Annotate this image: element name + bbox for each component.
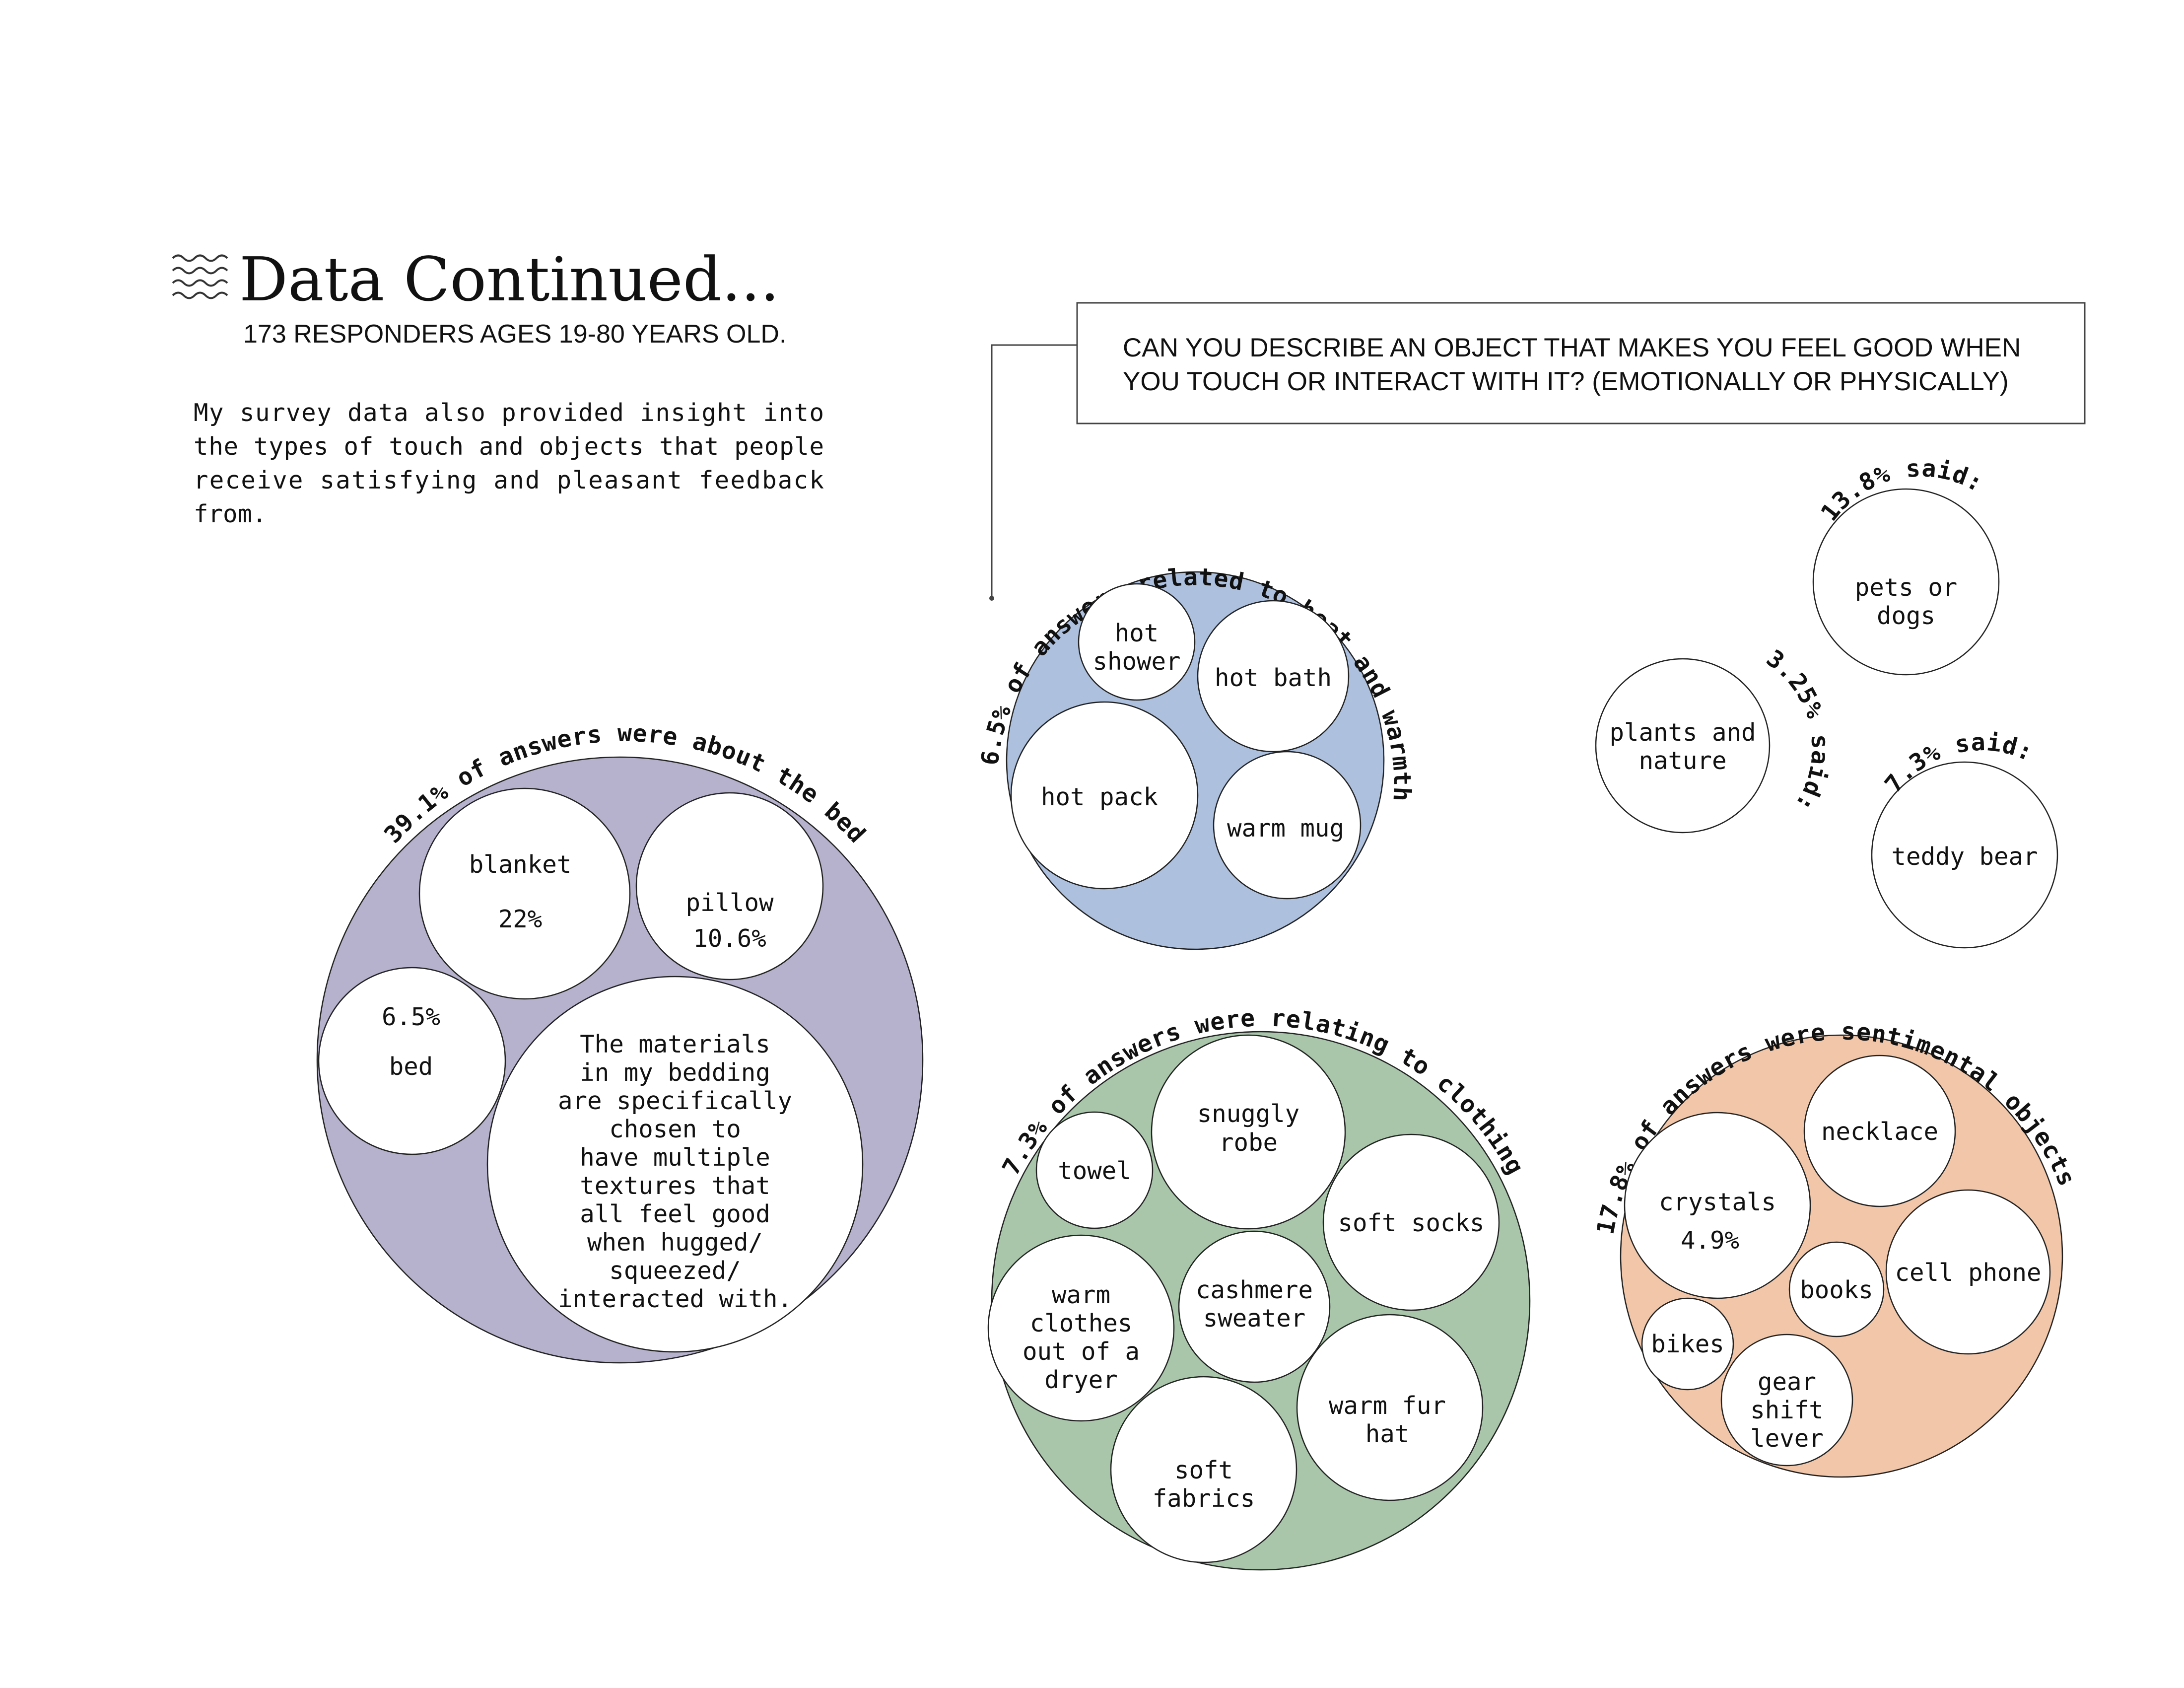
cell-phone-bubble bbox=[1885, 1189, 2051, 1355]
plants-group: 3.25% said: plants and nature bbox=[1595, 644, 1834, 834]
bed-group: 39.1% of answers were about the bed blan… bbox=[316, 719, 924, 1364]
gear-shift-line-1: gear bbox=[1758, 1368, 1816, 1396]
soft-fabrics-bubble bbox=[1110, 1376, 1297, 1563]
page-subtitle: 173 RESPONDERS AGES 19-80 YEARS OLD. bbox=[243, 320, 786, 349]
bikes-bubble bbox=[1641, 1297, 1734, 1391]
teddy-group: 7.3% said: teddy bear bbox=[1871, 728, 2058, 949]
quote-line-8: when hugged/ bbox=[587, 1228, 763, 1257]
books-label: books bbox=[1800, 1276, 1873, 1304]
hot-shower-line-1: hot bbox=[1115, 619, 1159, 647]
connector-line bbox=[991, 344, 1077, 598]
snuggly-robe-bubble bbox=[1151, 1034, 1346, 1230]
connector-dot bbox=[989, 596, 994, 601]
bed-value: 6.5% bbox=[382, 1003, 440, 1031]
question-line-2: YOU TOUCH OR INTERACT WITH IT? (EMOTIONA… bbox=[1123, 367, 2009, 396]
intro-line-4: from. bbox=[194, 500, 267, 528]
bed-bubble bbox=[318, 967, 506, 1155]
blanket-bubble bbox=[418, 787, 631, 1000]
plants-bubble bbox=[1595, 658, 1771, 834]
towel-label: towel bbox=[1058, 1157, 1131, 1185]
plants-label: 3.25% said: bbox=[1761, 644, 1834, 817]
hot-shower-line-2: shower bbox=[1092, 647, 1180, 676]
hot-pack-label: hot pack bbox=[1041, 783, 1158, 811]
warm-clothes-line-1: warm bbox=[1052, 1281, 1110, 1309]
pets-group: 13.8% said: pets or dogs bbox=[1812, 454, 2000, 676]
snuggly-robe-line-2: robe bbox=[1219, 1128, 1278, 1157]
pets-bubble bbox=[1812, 488, 2000, 676]
warm-clothes-bubble bbox=[987, 1234, 1175, 1422]
blanket-value: 22% bbox=[498, 905, 543, 933]
intro-line-2: the types of touch and objects that peop… bbox=[194, 432, 824, 461]
wave-icon bbox=[172, 254, 228, 299]
warm-mug-bubble bbox=[1213, 751, 1362, 900]
quote-line-5: have multiple bbox=[580, 1143, 770, 1172]
gear-shift-line-2: shift bbox=[1750, 1396, 1824, 1424]
quote-line-7: all feel good bbox=[580, 1200, 770, 1228]
hot-bath-bubble bbox=[1197, 600, 1350, 753]
pets-line-1: pets or bbox=[1855, 573, 1958, 602]
cashmere-sweater-bubble bbox=[1178, 1230, 1331, 1383]
question-box bbox=[1076, 302, 2086, 424]
plants-line-2: nature bbox=[1638, 747, 1726, 775]
soft-socks-bubble bbox=[1322, 1133, 1500, 1311]
pillow-value: 10.6% bbox=[693, 924, 766, 953]
quote-line-1: The materials bbox=[580, 1030, 770, 1058]
warm-clothes-line-3: out of a bbox=[1023, 1337, 1140, 1366]
cashmere-sweater-line-2: sweater bbox=[1203, 1304, 1306, 1333]
warm-clothes-line-4: dryer bbox=[1044, 1366, 1118, 1394]
cashmere-sweater-line-1: cashmere bbox=[1196, 1276, 1313, 1304]
warm-fur-hat-bubble bbox=[1296, 1314, 1484, 1501]
pillow-label: pillow bbox=[685, 889, 774, 917]
books-bubble bbox=[1788, 1241, 1885, 1337]
necklace-label: necklace bbox=[1821, 1118, 1938, 1146]
warm-fur-hat-line-1: warm fur bbox=[1329, 1392, 1446, 1420]
plants-line-1: plants and bbox=[1609, 718, 1756, 747]
page-title: Data Continued... bbox=[239, 244, 779, 315]
hot-pack-bubble bbox=[1010, 701, 1199, 890]
soft-socks-label: soft socks bbox=[1338, 1209, 1484, 1237]
snuggly-robe-line-1: snuggly bbox=[1197, 1100, 1300, 1128]
quote-line-6: textures that bbox=[580, 1172, 770, 1200]
teddy-bubble bbox=[1871, 761, 2058, 949]
warm-mug-label: warm mug bbox=[1227, 814, 1344, 843]
necklace-bubble bbox=[1803, 1055, 1956, 1207]
gear-shift-bubble bbox=[1720, 1334, 1853, 1467]
pillow-bubble bbox=[635, 792, 824, 981]
bedding-quote: The materials in my bedding are specific… bbox=[558, 1030, 792, 1313]
quote-line-10: interacted with. bbox=[558, 1285, 792, 1313]
crystals-bubble bbox=[1624, 1112, 1811, 1299]
pets-line-2: dogs bbox=[1877, 602, 1935, 630]
soft-fabrics-line-1: soft bbox=[1174, 1456, 1233, 1484]
bedding-quote-bubble bbox=[486, 976, 864, 1353]
intro-line-1: My survey data also provided insight int… bbox=[194, 399, 824, 427]
quote-line-3: are specifically bbox=[558, 1087, 792, 1115]
soft-fabrics-line-2: fabrics bbox=[1153, 1484, 1255, 1513]
sentimental-group: 17.8% of answers were sentimental object… bbox=[1591, 1017, 2081, 1478]
quote-line-9: squeezed/ bbox=[609, 1257, 741, 1285]
bed-label: bed bbox=[389, 1053, 433, 1081]
quote-line-4: chosen to bbox=[609, 1115, 741, 1143]
warm-clothes-line-2: clothes bbox=[1030, 1309, 1133, 1337]
blanket-label: blanket bbox=[469, 850, 572, 879]
intro-line-3: receive satisfying and pleasant feedback bbox=[194, 466, 824, 494]
teddy-item: teddy bear bbox=[1891, 843, 2038, 871]
bikes-label: bikes bbox=[1651, 1330, 1724, 1358]
warm-fur-hat-line-2: hat bbox=[1365, 1420, 1410, 1448]
hot-shower-bubble bbox=[1078, 583, 1196, 701]
towel-bubble bbox=[1035, 1111, 1154, 1229]
crystals-value: 4.9% bbox=[1681, 1226, 1739, 1255]
clothing-group: 7.3% of answers were relating to clothin… bbox=[987, 1004, 1531, 1571]
heat-group: 6.5% of answers related to heat and warm… bbox=[976, 563, 1416, 950]
gear-shift-line-3: lever bbox=[1750, 1424, 1824, 1453]
cell-phone-label: cell phone bbox=[1895, 1259, 2041, 1287]
hot-bath-label: hot bath bbox=[1215, 664, 1332, 692]
crystals-label: crystals bbox=[1659, 1188, 1776, 1216]
quote-line-2: in my bedding bbox=[580, 1058, 770, 1087]
question-line-1: CAN YOU DESCRIBE AN OBJECT THAT MAKES YO… bbox=[1123, 333, 2021, 362]
